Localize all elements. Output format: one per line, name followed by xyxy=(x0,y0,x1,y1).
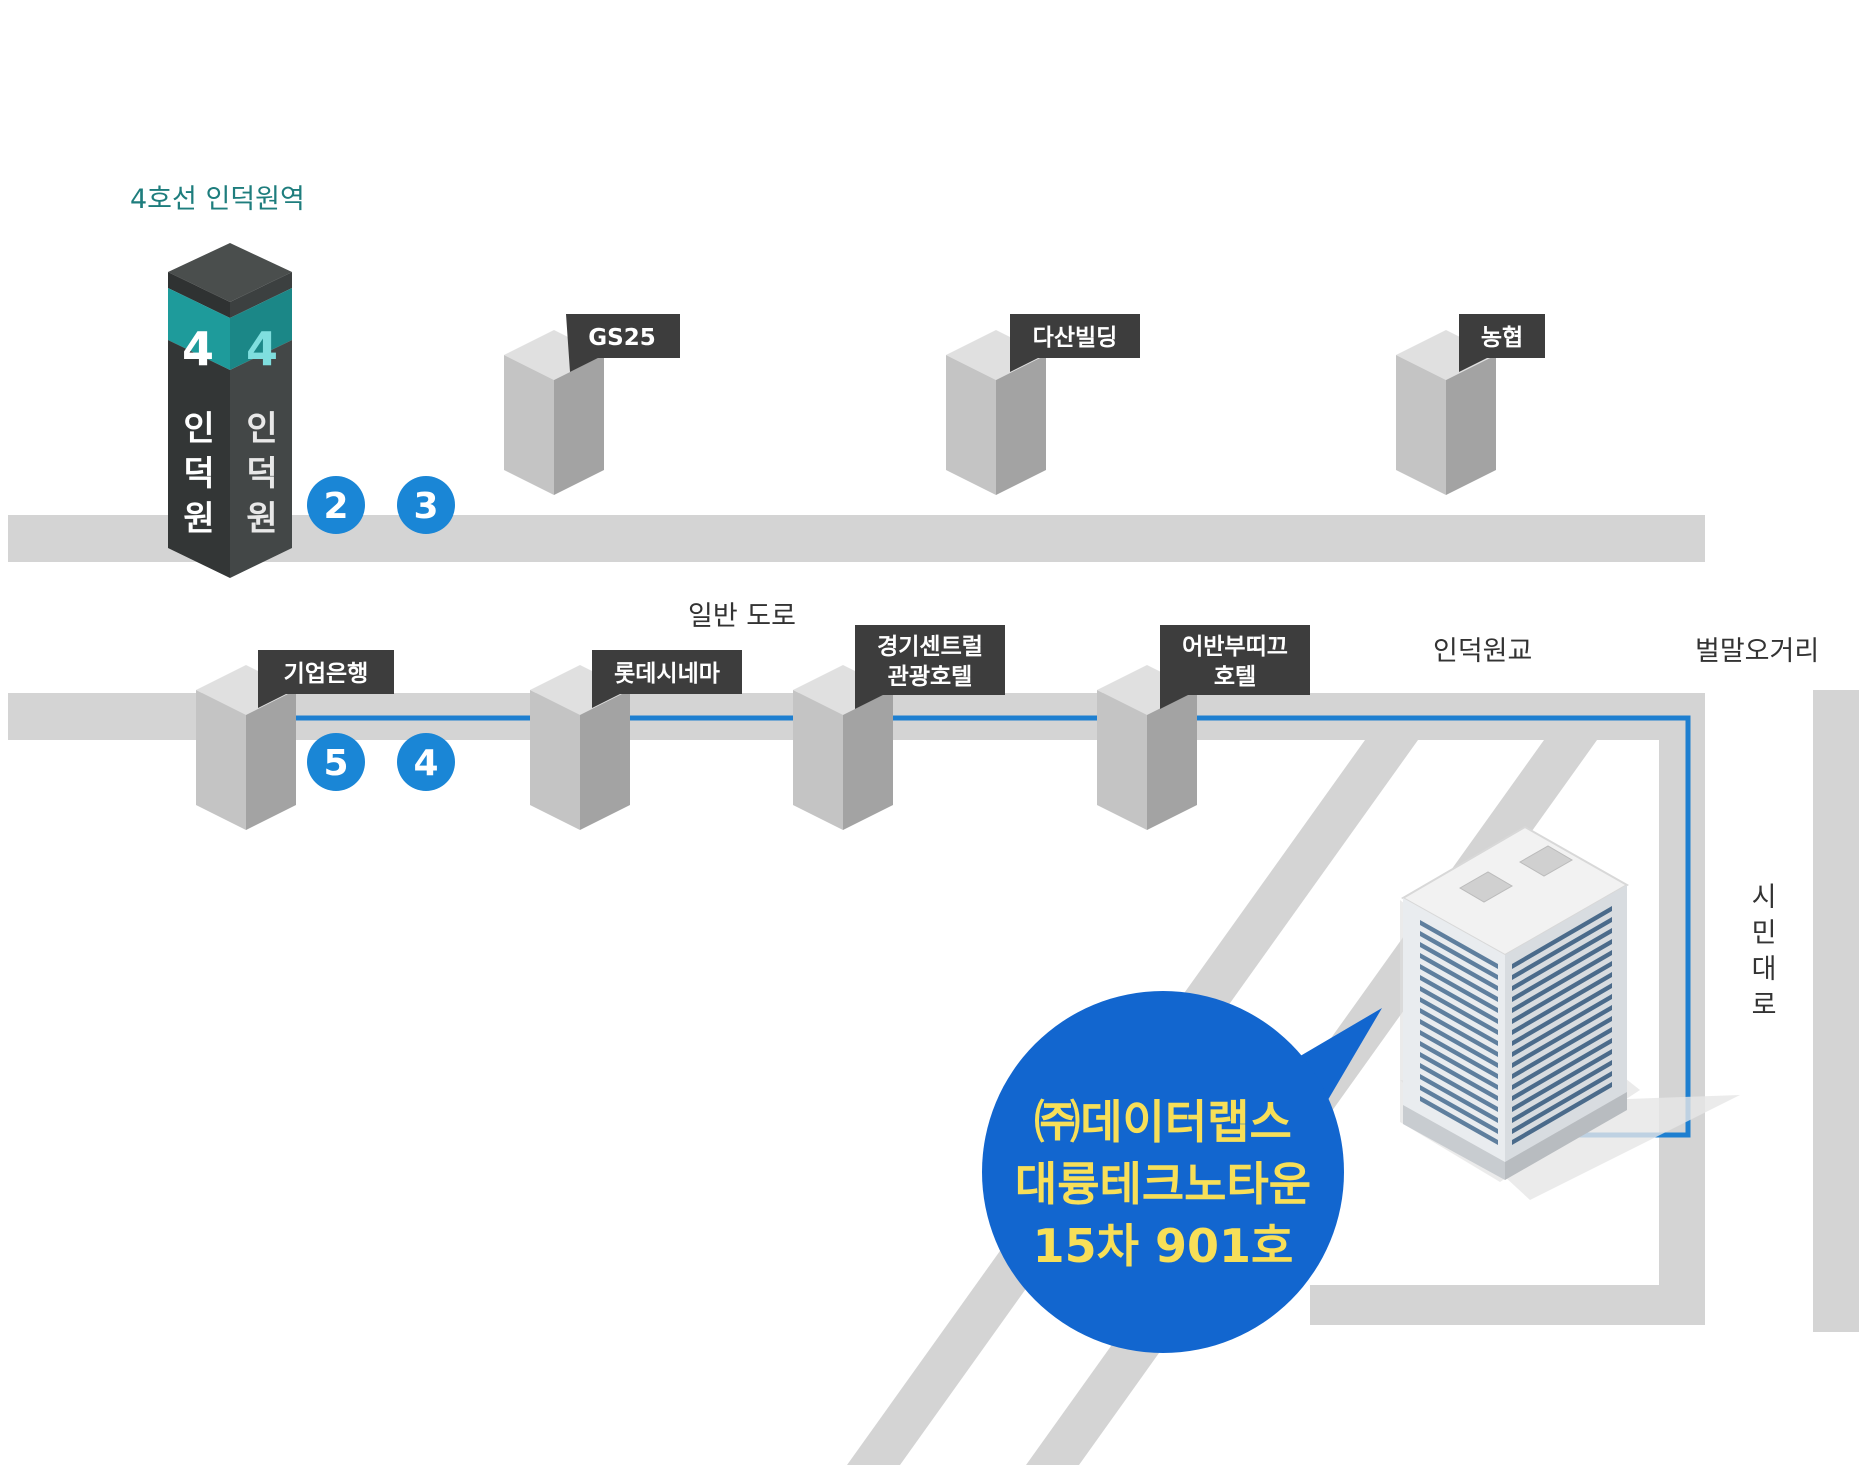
label-induckwon-bridge: 인덕원교 xyxy=(1433,636,1532,667)
station-name-right-2: 덕 xyxy=(246,454,277,494)
station-line-number-right: 4 xyxy=(246,322,278,376)
destination-company: ㈜데이터랩스 xyxy=(1034,1095,1292,1149)
exit-3-badge: 3 xyxy=(397,476,455,534)
station-name-left-1: 인 xyxy=(183,409,214,449)
svg-text:농협: 농협 xyxy=(1481,325,1523,351)
tag-gs25: GS25 xyxy=(566,314,680,372)
svg-text:GS25: GS25 xyxy=(588,325,655,351)
building-urban-boutique-hotel xyxy=(1097,665,1197,830)
svg-text:관광호텔: 관광호텔 xyxy=(888,664,973,690)
station-title: 4호선 인덕원역 xyxy=(130,184,305,215)
landmark-buildings xyxy=(196,330,1496,830)
svg-text:어반부띠끄: 어반부띠끄 xyxy=(1182,634,1288,660)
road-vertical-right xyxy=(1659,740,1705,1325)
svg-text:호텔: 호텔 xyxy=(1214,664,1256,690)
tag-lotte-cinema: 롯데시네마 xyxy=(592,650,742,708)
road-bottom xyxy=(1310,1285,1705,1325)
exit-4-badge: 4 xyxy=(397,733,455,791)
tag-gyeonggi-central-hotel: 경기센트럴 관광호텔 xyxy=(855,625,1005,709)
destination-building xyxy=(1400,825,1740,1200)
svg-text:대: 대 xyxy=(1752,954,1777,985)
svg-text:롯데시네마: 롯데시네마 xyxy=(614,661,720,687)
destination-bubble: ㈜데이터랩스 대륭테크노타운 15차 901호 xyxy=(982,991,1382,1353)
svg-text:5: 5 xyxy=(323,743,348,784)
svg-text:민: 민 xyxy=(1752,918,1777,949)
label-beolmal-junction: 벌말오거리 xyxy=(1695,636,1819,667)
building-gyeonggi-central-hotel xyxy=(793,665,893,830)
station-tower: 4 4 인 덕 원 인 덕 원 xyxy=(168,243,292,578)
building-ibk xyxy=(196,665,296,830)
svg-text:경기센트럴: 경기센트럴 xyxy=(877,634,983,660)
svg-text:로: 로 xyxy=(1752,990,1777,1021)
svg-text:3: 3 xyxy=(413,486,438,527)
station-name-left-3: 원 xyxy=(183,499,214,539)
svg-text:다산빌딩: 다산빌딩 xyxy=(1033,325,1118,351)
station-name-left-2: 덕 xyxy=(183,454,214,494)
exit-2-badge: 2 xyxy=(307,476,365,534)
tag-dasan-building: 다산빌딩 xyxy=(1010,314,1140,372)
destination-room: 15차 901호 xyxy=(1033,1219,1294,1273)
svg-text:시: 시 xyxy=(1752,882,1777,913)
destination-building-name: 대륭테크노타운 xyxy=(1015,1157,1311,1211)
tag-nonghyup: 농협 xyxy=(1459,314,1545,372)
building-dasan xyxy=(946,330,1046,495)
svg-text:기업은행: 기업은행 xyxy=(284,661,369,687)
svg-text:4: 4 xyxy=(413,743,438,784)
building-nonghyup xyxy=(1396,330,1496,495)
landmark-tags: GS25 다산빌딩 농협 기업은행 롯데시네마 경기센트럴 관광호텔 xyxy=(258,314,1545,709)
tag-urban-boutique-hotel: 어반부띠끄 호텔 xyxy=(1160,625,1310,709)
tag-ibk: 기업은행 xyxy=(258,650,394,708)
station-name-right-3: 원 xyxy=(246,499,277,539)
label-general-road: 일반 도로 xyxy=(688,601,796,632)
station-name-right-1: 인 xyxy=(246,409,277,449)
exit-5-badge: 5 xyxy=(307,733,365,791)
exit-badges: 2 3 5 4 xyxy=(307,476,455,791)
label-simin-daero: 시 민 대 로 xyxy=(1752,882,1777,1021)
road-simin xyxy=(1813,690,1859,1332)
station-line-number-left: 4 xyxy=(182,322,214,376)
svg-text:2: 2 xyxy=(323,486,348,527)
building-lotte-cinema xyxy=(530,665,630,830)
